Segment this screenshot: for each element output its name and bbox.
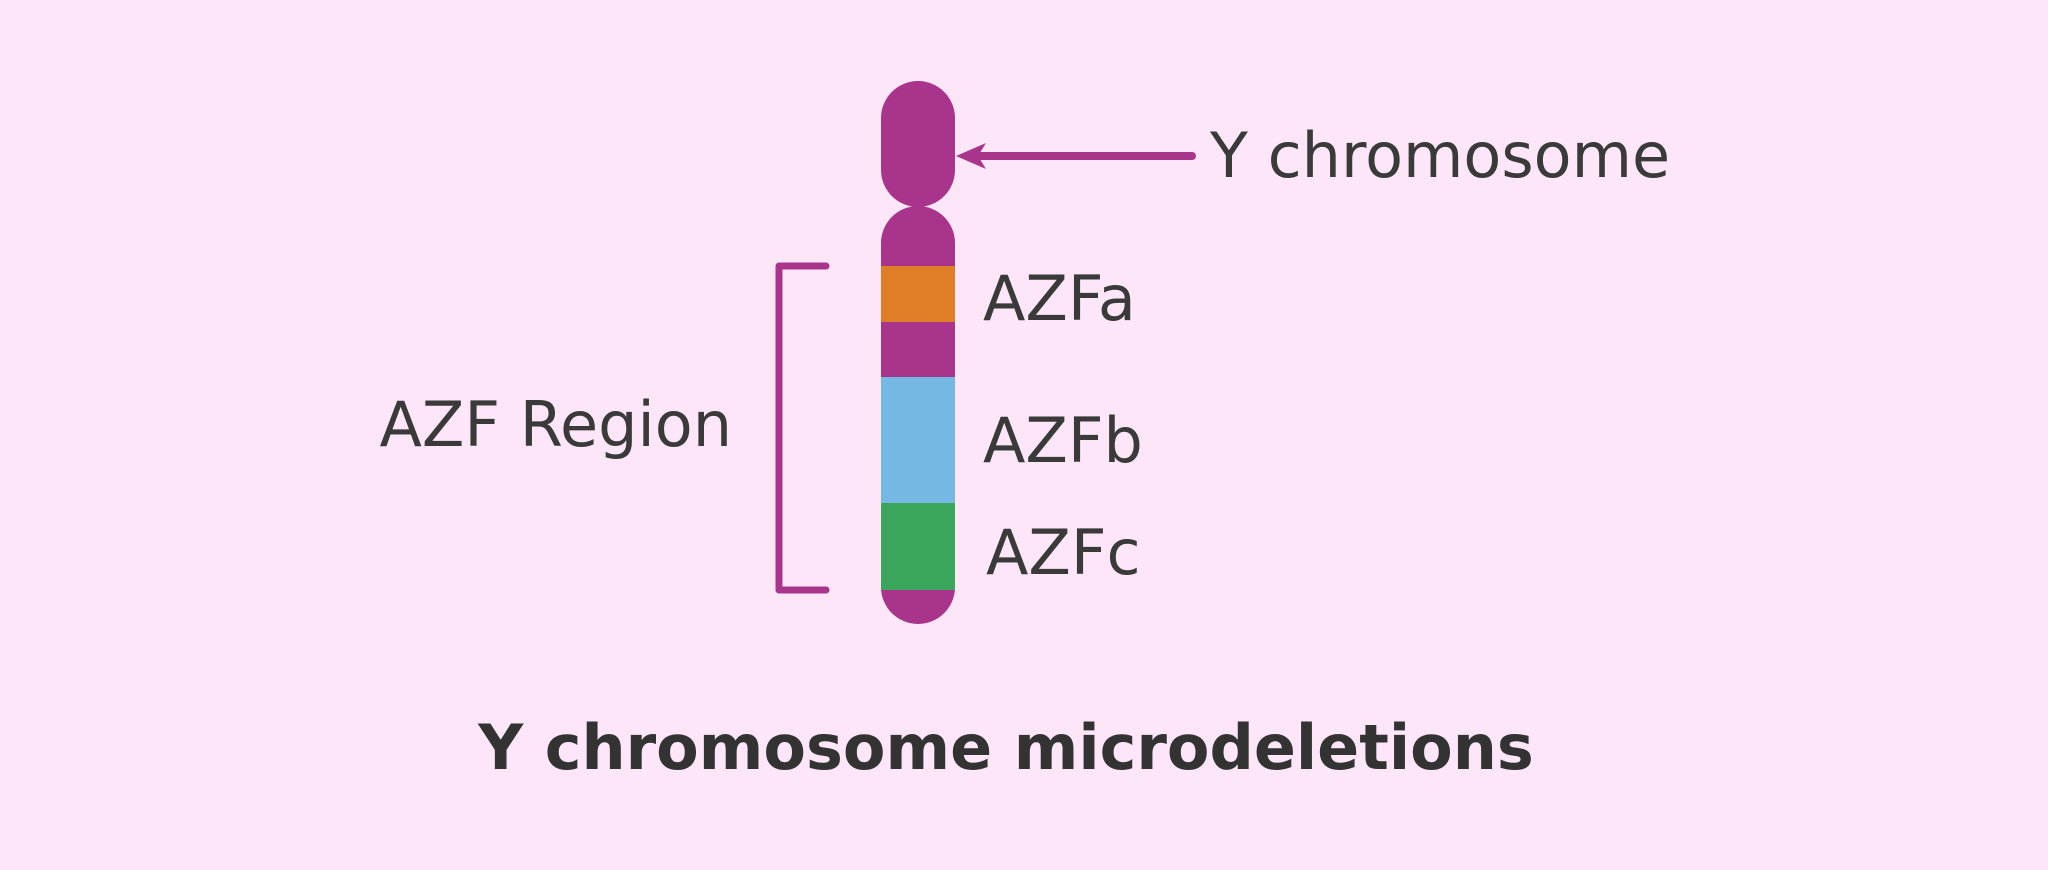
chromosome-pointer-arrow (956, 143, 1196, 169)
band-azfb (881, 377, 955, 503)
chromosome-long-arm (881, 206, 955, 624)
chromosome-short-arm (881, 81, 955, 207)
azfa-label: AZFa (983, 262, 1136, 335)
azfc-label: AZFc (986, 516, 1141, 589)
diagram-caption: Y chromosome microdeletions (477, 711, 1534, 784)
band-azfc (881, 503, 955, 590)
chromosome-label: Y chromosome (1209, 119, 1670, 192)
azfb-label: AZFb (983, 404, 1143, 477)
azf-region-bracket (775, 262, 830, 594)
band-azfa (881, 266, 955, 322)
azf-region-label: AZF Region (379, 388, 732, 461)
